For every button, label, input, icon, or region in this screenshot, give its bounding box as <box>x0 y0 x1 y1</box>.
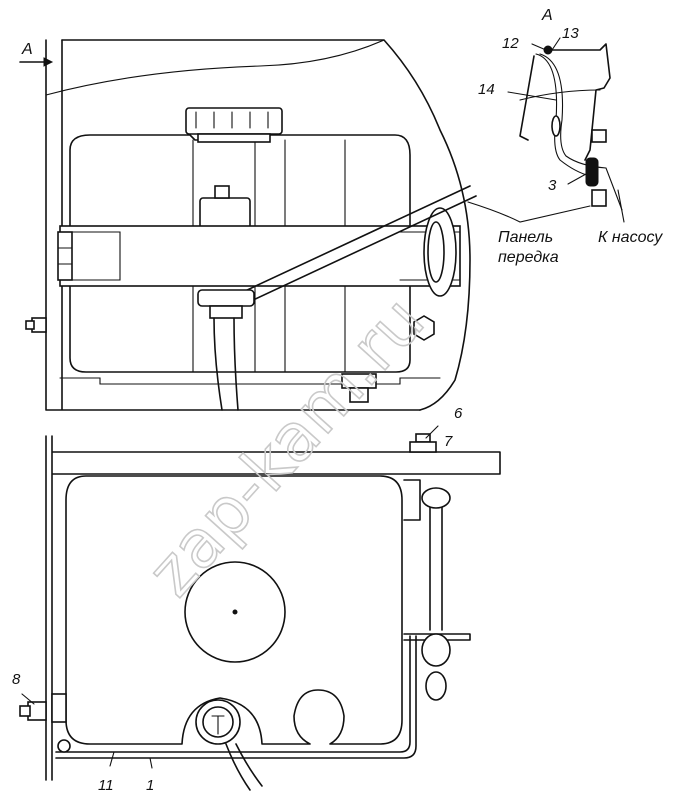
rod-bracket <box>403 479 443 631</box>
view-a-arrow: A <box>19 41 54 67</box>
wing-nut <box>423 207 457 297</box>
filler-cap <box>185 107 283 143</box>
reservoir-body-front <box>65 475 403 745</box>
pump-label: К насосу <box>598 229 663 246</box>
callout-6: 6 <box>454 405 463 422</box>
leader-lines <box>467 37 625 223</box>
callout-12: 12 <box>502 35 519 52</box>
drain-rod <box>229 185 477 309</box>
wing-nut-front <box>421 633 451 667</box>
hose-top <box>45 39 385 96</box>
connector-3 <box>585 157 599 187</box>
bolt-6 <box>415 433 431 443</box>
panel-outline <box>61 39 471 411</box>
view-label-inset: A <box>541 7 553 24</box>
bolt-8 <box>19 693 67 723</box>
side-wall <box>45 39 421 411</box>
watermark: zap-kam.ru <box>133 282 440 610</box>
bottom-strap-1 <box>55 635 417 759</box>
view-label-top: A <box>21 41 33 58</box>
panel-label-line1: Панель <box>498 229 553 246</box>
callout-3: 3 <box>548 177 557 194</box>
callout-11: 11 <box>98 777 114 794</box>
callout-8: 8 <box>12 671 21 688</box>
reservoir-body-top <box>69 134 411 373</box>
bottom-valve-top <box>341 373 377 403</box>
clamp-strap <box>57 225 461 287</box>
front-view <box>19 425 501 791</box>
inset-bracket <box>547 43 611 161</box>
callout-13: 13 <box>562 25 579 42</box>
callout-7: 7 <box>444 433 453 450</box>
callout-14: 14 <box>478 81 495 98</box>
bolt-11 <box>57 739 71 753</box>
top-view <box>25 39 477 411</box>
outlet-fitting <box>197 289 255 411</box>
panel-label-line2: передка <box>498 249 559 266</box>
hex-nut-top <box>413 315 435 341</box>
callout-1: 1 <box>146 777 154 794</box>
pump-top <box>199 185 251 229</box>
pump-hose <box>225 743 263 791</box>
nut-7 <box>409 441 437 453</box>
inset-a: A <box>519 7 623 211</box>
